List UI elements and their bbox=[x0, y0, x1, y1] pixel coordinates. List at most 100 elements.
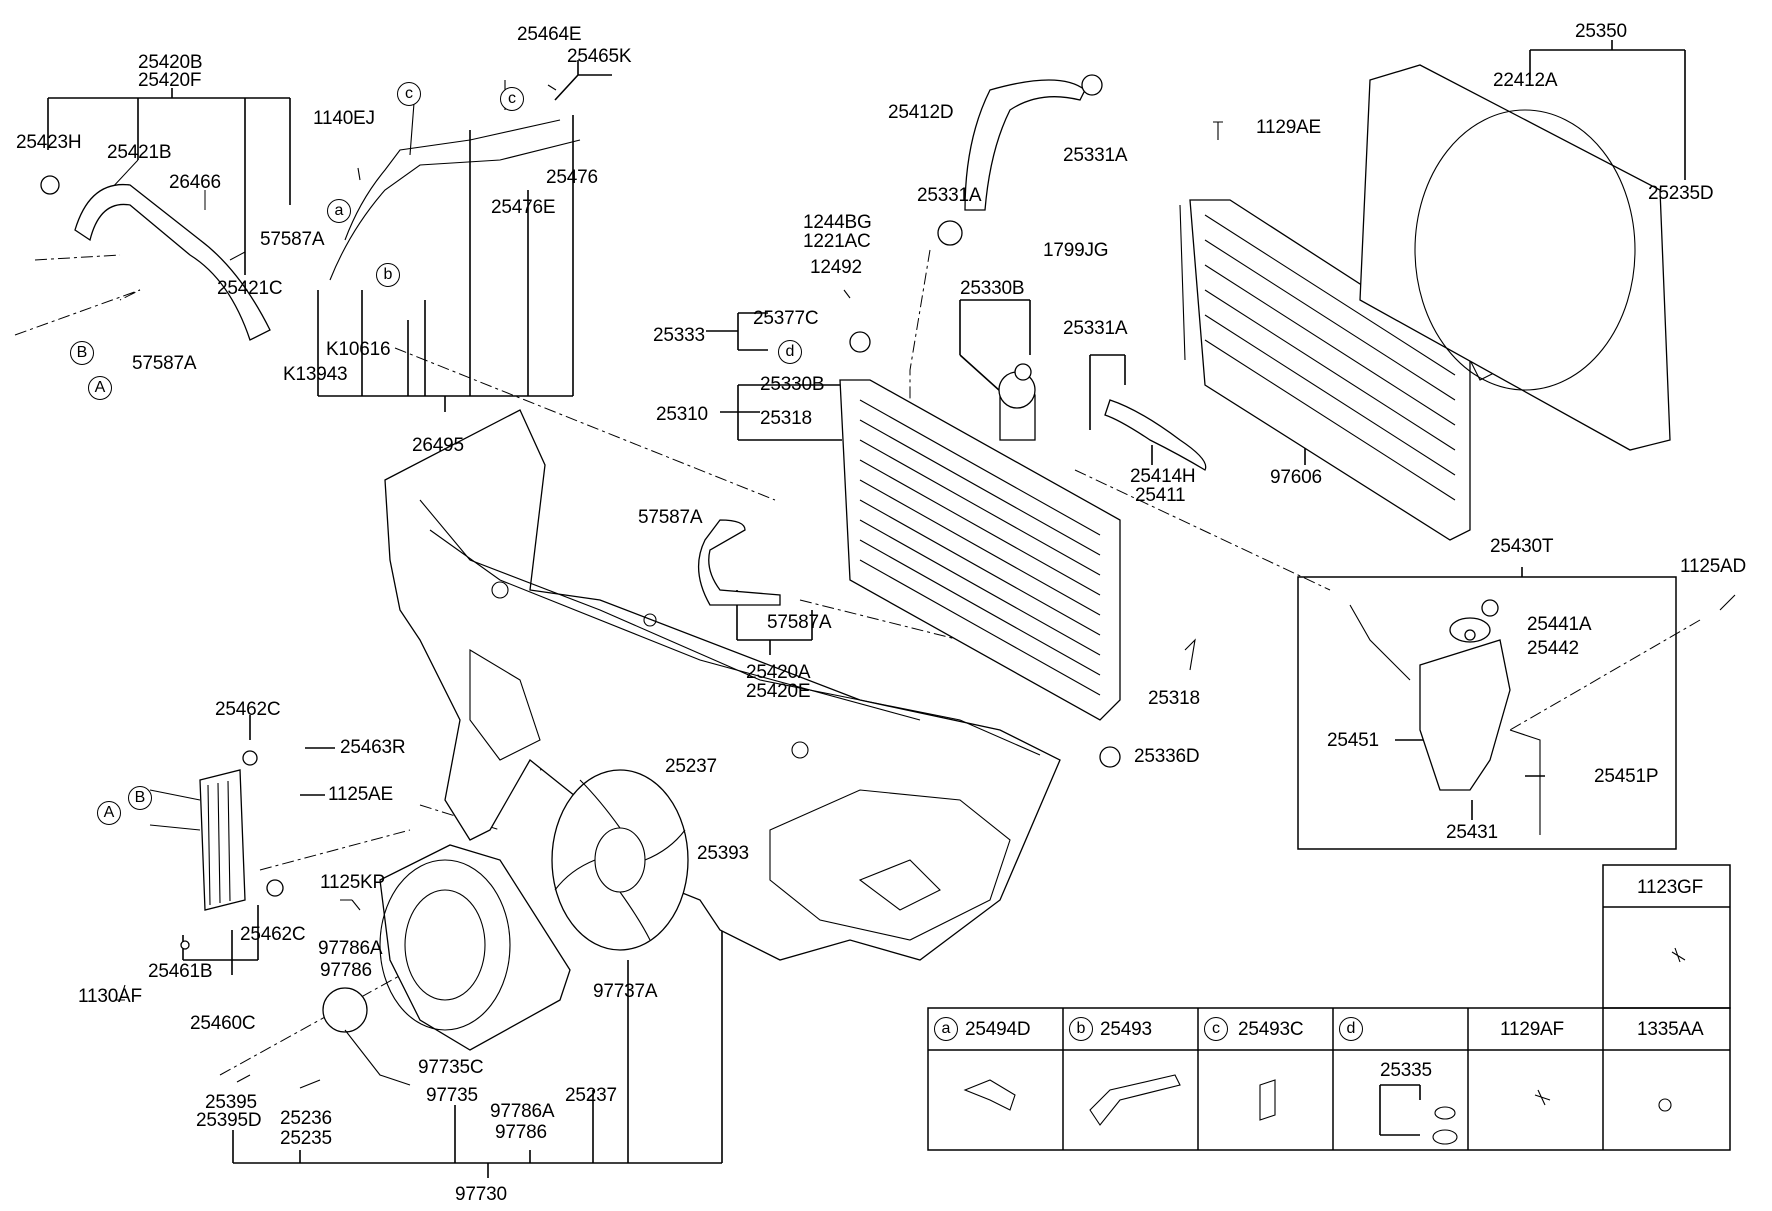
label-25330B-1: 25330B bbox=[960, 278, 1025, 299]
label-25420A: 25420A bbox=[746, 662, 811, 683]
label-25462C-1: 25462C bbox=[215, 699, 281, 720]
label-25441A: 25441A bbox=[1527, 614, 1592, 635]
label-26495: 26495 bbox=[412, 435, 464, 456]
label-97735: 97735 bbox=[426, 1085, 478, 1106]
label-22412A: 22412A bbox=[1493, 70, 1558, 91]
label-25460C: 25460C bbox=[190, 1013, 256, 1034]
label-26466: 26466 bbox=[169, 172, 221, 193]
table-part-drawings bbox=[963, 947, 1686, 1145]
label-25431: 25431 bbox=[1446, 822, 1498, 843]
label-1125AD: 1125AD bbox=[1680, 556, 1747, 577]
label-25310: 25310 bbox=[656, 404, 708, 425]
table-part-1335AA: 1335AA bbox=[1637, 1019, 1704, 1040]
label-25318-1: 25318 bbox=[760, 408, 812, 429]
leader-lines bbox=[47, 40, 1731, 1178]
label-97786A-2: 97786A bbox=[490, 1101, 555, 1122]
label-97737A: 97737A bbox=[593, 981, 658, 1002]
callout-c-2: c bbox=[500, 87, 524, 111]
table-part-25494D: 25494D bbox=[965, 1019, 1031, 1040]
radiator bbox=[839, 371, 1121, 721]
table-key-b: b bbox=[1069, 1017, 1093, 1041]
label-25393: 25393 bbox=[697, 843, 749, 864]
label-25237-2: 25237 bbox=[565, 1085, 617, 1106]
label-25330B-2: 25330B bbox=[760, 374, 825, 395]
label-1221AC: 1221AC bbox=[803, 231, 871, 252]
label-12492: 12492 bbox=[810, 257, 862, 278]
label-25462C-2: 25462C bbox=[240, 924, 306, 945]
label-25237-1: 25237 bbox=[665, 756, 717, 777]
label-25420E: 25420E bbox=[746, 681, 811, 702]
hoses bbox=[74, 79, 1207, 606]
label-25421C: 25421C bbox=[217, 278, 283, 299]
cooling-fan-assembly bbox=[322, 844, 571, 1086]
label-1125KP: 1125KP bbox=[320, 872, 386, 893]
callout-d: d bbox=[778, 340, 802, 364]
label-25412D: 25412D bbox=[888, 102, 954, 123]
label-25331A-3: 25331A bbox=[1063, 318, 1128, 339]
label-25476E: 25476E bbox=[491, 197, 556, 218]
callout-A-1: A bbox=[88, 376, 112, 400]
label-25336D: 25336D bbox=[1134, 746, 1200, 767]
label-25420B: 25420B bbox=[138, 52, 203, 73]
table-part-25493: 25493 bbox=[1100, 1019, 1152, 1040]
label-25442: 25442 bbox=[1527, 638, 1579, 659]
label-25395: 25395 bbox=[205, 1092, 257, 1113]
table-key-a: a bbox=[934, 1017, 958, 1041]
label-25451: 25451 bbox=[1327, 730, 1379, 751]
fan-shroud bbox=[1359, 64, 1671, 451]
label-97606: 97606 bbox=[1270, 467, 1322, 488]
label-97735C: 97735C bbox=[418, 1057, 484, 1078]
label-57587A-3: 57587A bbox=[638, 507, 703, 528]
label-57587A-1: 57587A bbox=[260, 229, 325, 250]
label-25423H: 25423H bbox=[16, 132, 82, 153]
callout-a: a bbox=[327, 199, 351, 223]
label-57587A-4: 57587A bbox=[767, 612, 832, 633]
callout-B-2: B bbox=[128, 786, 152, 810]
table-part-1129AF: 1129AF bbox=[1500, 1019, 1564, 1040]
label-25331A-2: 25331A bbox=[917, 185, 982, 206]
label-1244BG: 1244BG bbox=[803, 212, 872, 233]
label-25350: 25350 bbox=[1575, 21, 1627, 42]
label-25333: 25333 bbox=[653, 325, 705, 346]
label-25465K: 25465K bbox=[567, 46, 632, 67]
label-97786A-1: 97786A bbox=[318, 938, 383, 959]
label-25420F: 25420F bbox=[138, 70, 202, 91]
label-57587A-2: 57587A bbox=[132, 353, 197, 374]
table-part-25493C: 25493C bbox=[1238, 1019, 1304, 1040]
label-25463R: 25463R bbox=[340, 737, 406, 758]
label-25235: 25235 bbox=[280, 1128, 332, 1149]
label-1129AE: 1129AE bbox=[1256, 117, 1322, 138]
label-25318-2: 25318 bbox=[1148, 688, 1200, 709]
label-25464E: 25464E bbox=[517, 24, 582, 45]
label-25411: 25411 bbox=[1135, 485, 1186, 506]
label-25331A-1: 25331A bbox=[1063, 145, 1128, 166]
fan-blade bbox=[551, 769, 689, 951]
label-1140EJ: 1140EJ bbox=[313, 108, 375, 129]
front-end-module-carrier bbox=[384, 409, 1061, 961]
label-25414H: 25414H bbox=[1130, 466, 1196, 487]
label-25235D: 25235D bbox=[1648, 183, 1714, 204]
table-part-1123GF: 1123GF bbox=[1637, 877, 1704, 898]
label-25395D: 25395D bbox=[196, 1110, 262, 1131]
label-1799JG: 1799JG bbox=[1043, 240, 1109, 261]
label-25236: 25236 bbox=[280, 1108, 332, 1129]
table-key-c: c bbox=[1204, 1017, 1228, 1041]
label-25421B: 25421B bbox=[107, 142, 172, 163]
table-key-d: d bbox=[1339, 1017, 1363, 1041]
label-1130AF: 1130AF bbox=[78, 986, 142, 1007]
callout-c-1: c bbox=[397, 82, 421, 106]
label-K10616: K10616 bbox=[326, 339, 391, 360]
label-97786-2: 97786 bbox=[495, 1122, 547, 1143]
label-25461B: 25461B bbox=[148, 961, 213, 982]
label-K13943: K13943 bbox=[283, 364, 348, 385]
callout-b: b bbox=[376, 263, 400, 287]
label-1125AE: 1125AE bbox=[328, 784, 394, 805]
label-25451P: 25451P bbox=[1594, 766, 1659, 787]
oil-cooler bbox=[149, 769, 246, 911]
label-25476: 25476 bbox=[546, 167, 598, 188]
callout-B-1: B bbox=[70, 341, 94, 365]
label-97730: 97730 bbox=[455, 1184, 507, 1205]
table-part-25335: 25335 bbox=[1380, 1060, 1432, 1081]
callout-A-2: A bbox=[97, 801, 121, 825]
